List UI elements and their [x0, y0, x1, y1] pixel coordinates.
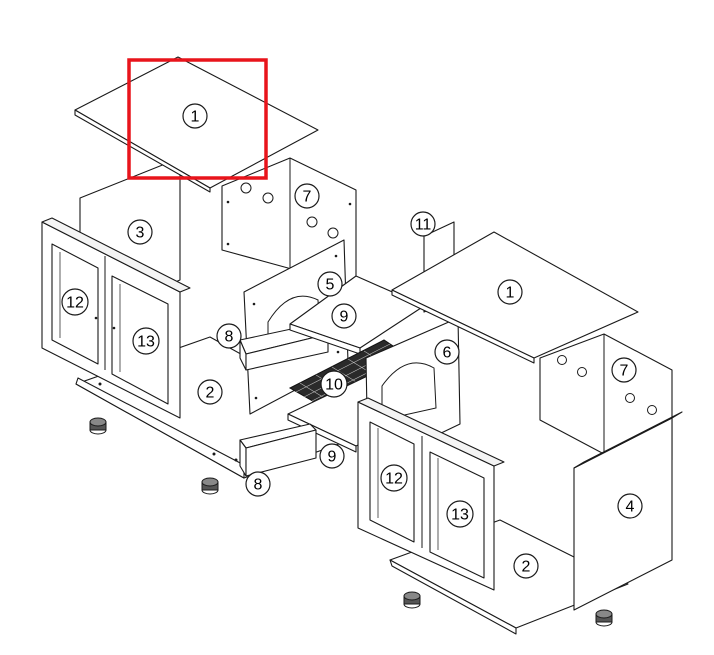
- svg-text:8: 8: [225, 329, 234, 346]
- callout-8-upper: 8: [216, 323, 242, 349]
- svg-text:12: 12: [66, 295, 84, 312]
- callout-9-lower: 9: [319, 443, 345, 469]
- callout-13-right: 13: [446, 500, 474, 528]
- svg-text:9: 9: [328, 449, 337, 466]
- callout-2-right: 2: [513, 553, 539, 579]
- svg-text:3: 3: [136, 225, 145, 242]
- svg-text:1: 1: [191, 109, 200, 126]
- callout-5: 5: [317, 271, 343, 297]
- callout-1-top-left: 1: [182, 103, 208, 129]
- callout-11: 11: [410, 211, 436, 237]
- svg-text:7: 7: [620, 363, 629, 380]
- callout-1-right: 1: [497, 279, 523, 305]
- svg-text:2: 2: [206, 385, 215, 402]
- svg-text:11: 11: [415, 217, 432, 234]
- tunnel-arch-6: [381, 362, 437, 421]
- svg-text:13: 13: [451, 507, 469, 524]
- svg-text:10: 10: [325, 377, 343, 394]
- svg-text:6: 6: [443, 345, 452, 362]
- callout-10: 10: [320, 370, 348, 398]
- highlight-box: [127, 58, 268, 180]
- callout-8-lower: 8: [245, 471, 271, 497]
- callout-4: 4: [617, 493, 643, 519]
- left-foot-front: [89, 417, 107, 435]
- svg-text:1: 1: [506, 285, 515, 302]
- callout-3: 3: [127, 219, 153, 245]
- callout-12-left: 12: [61, 288, 89, 316]
- svg-text:5: 5: [326, 277, 335, 294]
- svg-text:4: 4: [626, 499, 635, 516]
- right-foot-rear: [595, 609, 613, 627]
- callout-12-right: 12: [380, 464, 408, 492]
- left-top-panel-edge: [74, 109, 211, 193]
- left-foot-rear: [201, 477, 219, 495]
- right-foot-front: [403, 591, 421, 609]
- callout-9-upper: 9: [331, 303, 357, 329]
- svg-text:7: 7: [303, 189, 312, 206]
- svg-text:12: 12: [385, 471, 403, 488]
- callout-13-left: 13: [132, 327, 160, 355]
- callout-6: 6: [434, 339, 460, 365]
- svg-text:9: 9: [340, 309, 349, 326]
- callout-7-left: 7: [294, 183, 320, 209]
- svg-text:2: 2: [522, 559, 531, 576]
- left-door-frame-edge: [41, 217, 191, 293]
- svg-text:8: 8: [254, 477, 263, 494]
- svg-text:13: 13: [137, 334, 155, 351]
- callout-2-left: 2: [197, 379, 223, 405]
- callout-7-right: 7: [611, 357, 637, 383]
